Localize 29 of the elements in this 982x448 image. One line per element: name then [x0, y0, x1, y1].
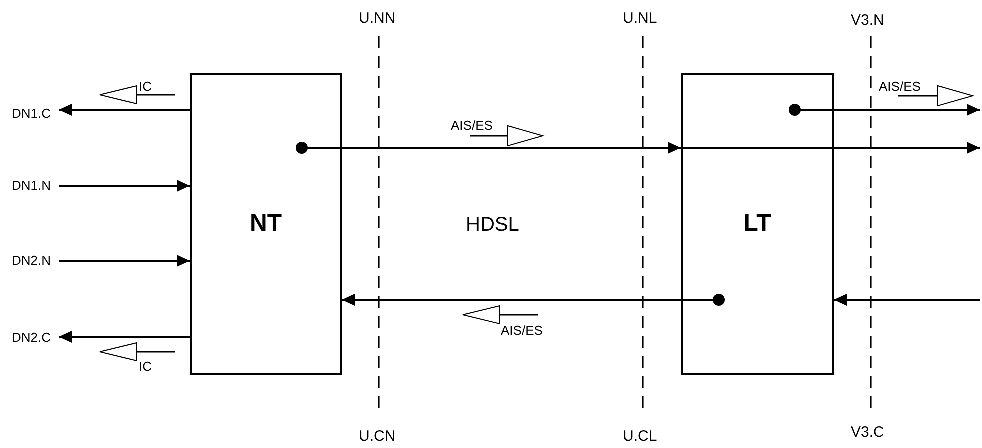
- box-title: NT: [250, 210, 282, 238]
- interface-label: U.CL: [623, 428, 658, 444]
- interface-label: V3.N: [851, 12, 884, 28]
- interface-label: U.CN: [359, 428, 396, 444]
- arrow: [789, 104, 980, 116]
- interface-label: U.NN: [359, 10, 396, 26]
- box-title: LT: [744, 210, 772, 238]
- arrow: [59, 104, 190, 116]
- interface-label: V3.C: [851, 424, 884, 440]
- arrow: [59, 331, 190, 343]
- network-terminal-box: [190, 73, 342, 375]
- interface-label: U.NL: [623, 10, 658, 26]
- signal-label: IC: [139, 358, 152, 374]
- signal-label: DN1.C: [12, 106, 52, 122]
- line-terminal-box: [681, 73, 834, 375]
- signal-label: AIS/ES: [451, 118, 493, 132]
- arrow: [834, 294, 980, 306]
- arrow: [342, 294, 725, 306]
- signal-label: AIS/ES: [501, 322, 543, 338]
- signal-label: DN2.C: [12, 330, 52, 346]
- signal-label: AIS/ES: [879, 78, 921, 94]
- arrow: [681, 142, 980, 154]
- arrow: [59, 180, 190, 192]
- signal-label: DN2.N: [12, 253, 52, 269]
- arrow: [296, 142, 681, 154]
- signal-label: IC: [139, 78, 152, 94]
- segment-label: HDSL: [466, 214, 520, 236]
- signal-label: DN1.N: [12, 178, 52, 194]
- arrow: [59, 255, 190, 267]
